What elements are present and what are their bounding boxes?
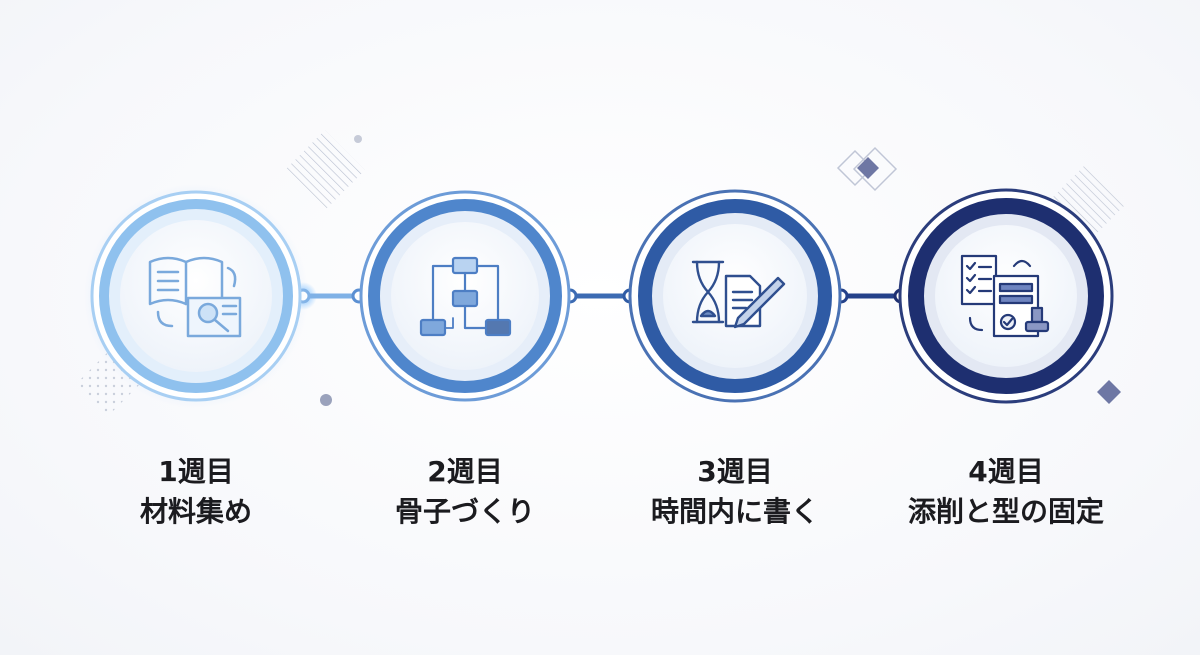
step-node-2 [359, 190, 571, 402]
step-title: 時間内に書く [650, 495, 819, 528]
step-node-4 [898, 188, 1114, 404]
connector-2-3 [562, 288, 638, 304]
checklist-stamp-icon [960, 254, 1050, 338]
step-label-4: 4週目 添削と型の固定 [876, 452, 1136, 532]
step-week: 1週目 [158, 455, 234, 488]
decoration-dot [320, 394, 332, 406]
step-title: 添削と型の固定 [907, 495, 1104, 528]
decoration-diamonds [836, 146, 898, 192]
step-week: 3週目 [697, 455, 773, 488]
step-label-1: 1週目 材料集め [66, 452, 326, 532]
hourglass-pen-icon [691, 260, 786, 329]
step-title: 材料集め [139, 495, 252, 528]
connector-3-4 [833, 288, 909, 304]
book-magnifier-icon [148, 256, 242, 338]
step-node-1 [84, 184, 308, 408]
step-week: 4週目 [968, 455, 1044, 488]
decoration-dot [354, 135, 362, 143]
flowchart-icon [419, 256, 512, 337]
step-week: 2週目 [427, 455, 503, 488]
decoration-hatch-left [285, 130, 365, 210]
step-title: 骨子づくり [394, 495, 535, 528]
step-node-3 [628, 189, 842, 403]
decoration-diamond [1097, 380, 1121, 404]
step-label-2: 2週目 骨子づくり [335, 452, 595, 532]
step-label-3: 3週目 時間内に書く [605, 452, 865, 532]
